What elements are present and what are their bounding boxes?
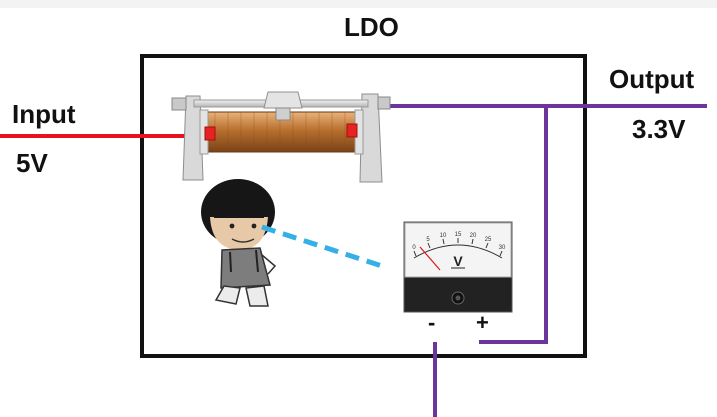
observer-character [201, 179, 277, 307]
scale-label-10: 10 [440, 233, 447, 239]
output-wires [385, 104, 707, 417]
scale-label-5: 5 [426, 237, 430, 243]
ldo-box [140, 54, 587, 358]
output-voltage: 3.3V [632, 114, 686, 144]
diagram-title: LDO [344, 12, 399, 42]
scale-label-15: 15 [455, 232, 462, 238]
voltmeter-unit: V [453, 253, 463, 269]
voltmeter-plus-terminal: + [476, 310, 489, 335]
rheostat [171, 91, 391, 183]
sight-line [261, 224, 386, 270]
voltmeter-needle [419, 246, 441, 271]
input-voltage: 5V [16, 148, 48, 178]
scale-label-25: 25 [485, 237, 492, 243]
output-label: Output [609, 64, 695, 94]
scale-label-20: 20 [470, 233, 477, 239]
scale-label-30: 30 [499, 245, 506, 251]
top-strip [0, 0, 717, 8]
scale-label-0: 0 [412, 245, 416, 251]
voltmeter: 0 5 10 15 20 25 30 V [403, 221, 513, 313]
voltmeter-minus-terminal: - [428, 310, 436, 335]
input-label: Input [12, 99, 76, 129]
